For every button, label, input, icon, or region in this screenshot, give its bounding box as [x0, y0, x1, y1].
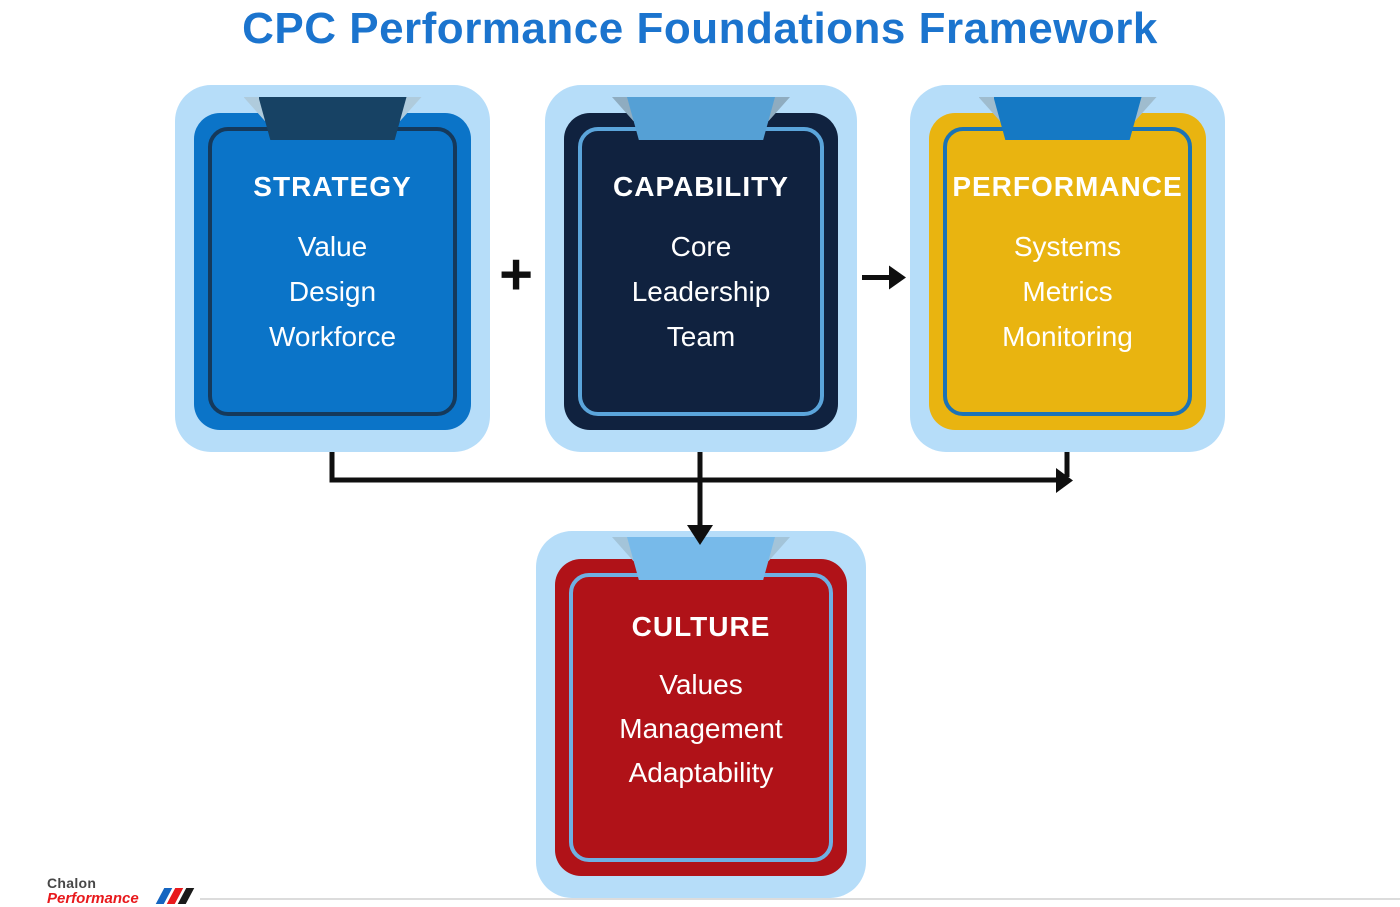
list-item: Team	[666, 321, 736, 352]
list-item: Design	[288, 276, 377, 307]
list-item: Core	[670, 231, 732, 262]
card-strategy-items: Value Design Workforce	[175, 224, 490, 359]
card-strategy-body	[194, 113, 471, 430]
logo-text-chalon: Chalon	[47, 875, 97, 891]
list-item: Adaptability	[628, 757, 774, 788]
card-strategy: STRATEGY Value Design Workforce	[175, 85, 490, 452]
logo-chevrons-icon	[155, 888, 195, 904]
logo-text-performance: Performance	[47, 890, 139, 907]
collector-arrow-head-icon	[1056, 468, 1073, 493]
card-culture-label: CULTURE	[631, 611, 771, 642]
list-item: Systems	[1013, 231, 1122, 262]
card-performance-label: PERFORMANCE	[952, 171, 1183, 202]
card-capability: CAPABILITY Core Leadership Team	[545, 85, 857, 452]
list-item: Value	[297, 231, 368, 262]
clipboard-clip-icon	[258, 97, 407, 140]
card-strategy-label: STRATEGY	[253, 171, 412, 202]
card-performance-body	[929, 113, 1206, 430]
card-culture-items: Values Management Adaptability	[536, 663, 866, 795]
logo: Chalon Performance	[47, 875, 217, 906]
list-item: Management	[619, 713, 783, 744]
plus-connector: +	[499, 242, 533, 307]
list-item: Monitoring	[1002, 321, 1133, 352]
clipboard-clip-icon	[627, 537, 775, 580]
list-item: Values	[659, 669, 743, 700]
clipboard-clip-icon	[993, 97, 1142, 140]
card-capability-label: CAPABILITY	[613, 171, 789, 202]
card-culture-body	[555, 559, 847, 876]
card-performance: PERFORMANCE Systems Metrics Monitoring	[910, 85, 1225, 452]
arrow-right-head-icon	[889, 265, 906, 290]
card-capability-items: Core Leadership Team	[545, 224, 857, 359]
list-item: Leadership	[631, 276, 771, 307]
list-item: Workforce	[268, 321, 397, 352]
card-performance-items: Systems Metrics Monitoring	[910, 224, 1225, 359]
card-capability-body	[564, 113, 838, 430]
clipboard-clip-icon	[627, 97, 775, 140]
card-culture: CULTURE Values Management Adaptability	[536, 531, 866, 898]
page-title: CPC Performance Foundations Framework	[242, 4, 1158, 53]
list-item: Metrics	[1022, 276, 1113, 307]
bottom-rule	[200, 898, 1400, 900]
